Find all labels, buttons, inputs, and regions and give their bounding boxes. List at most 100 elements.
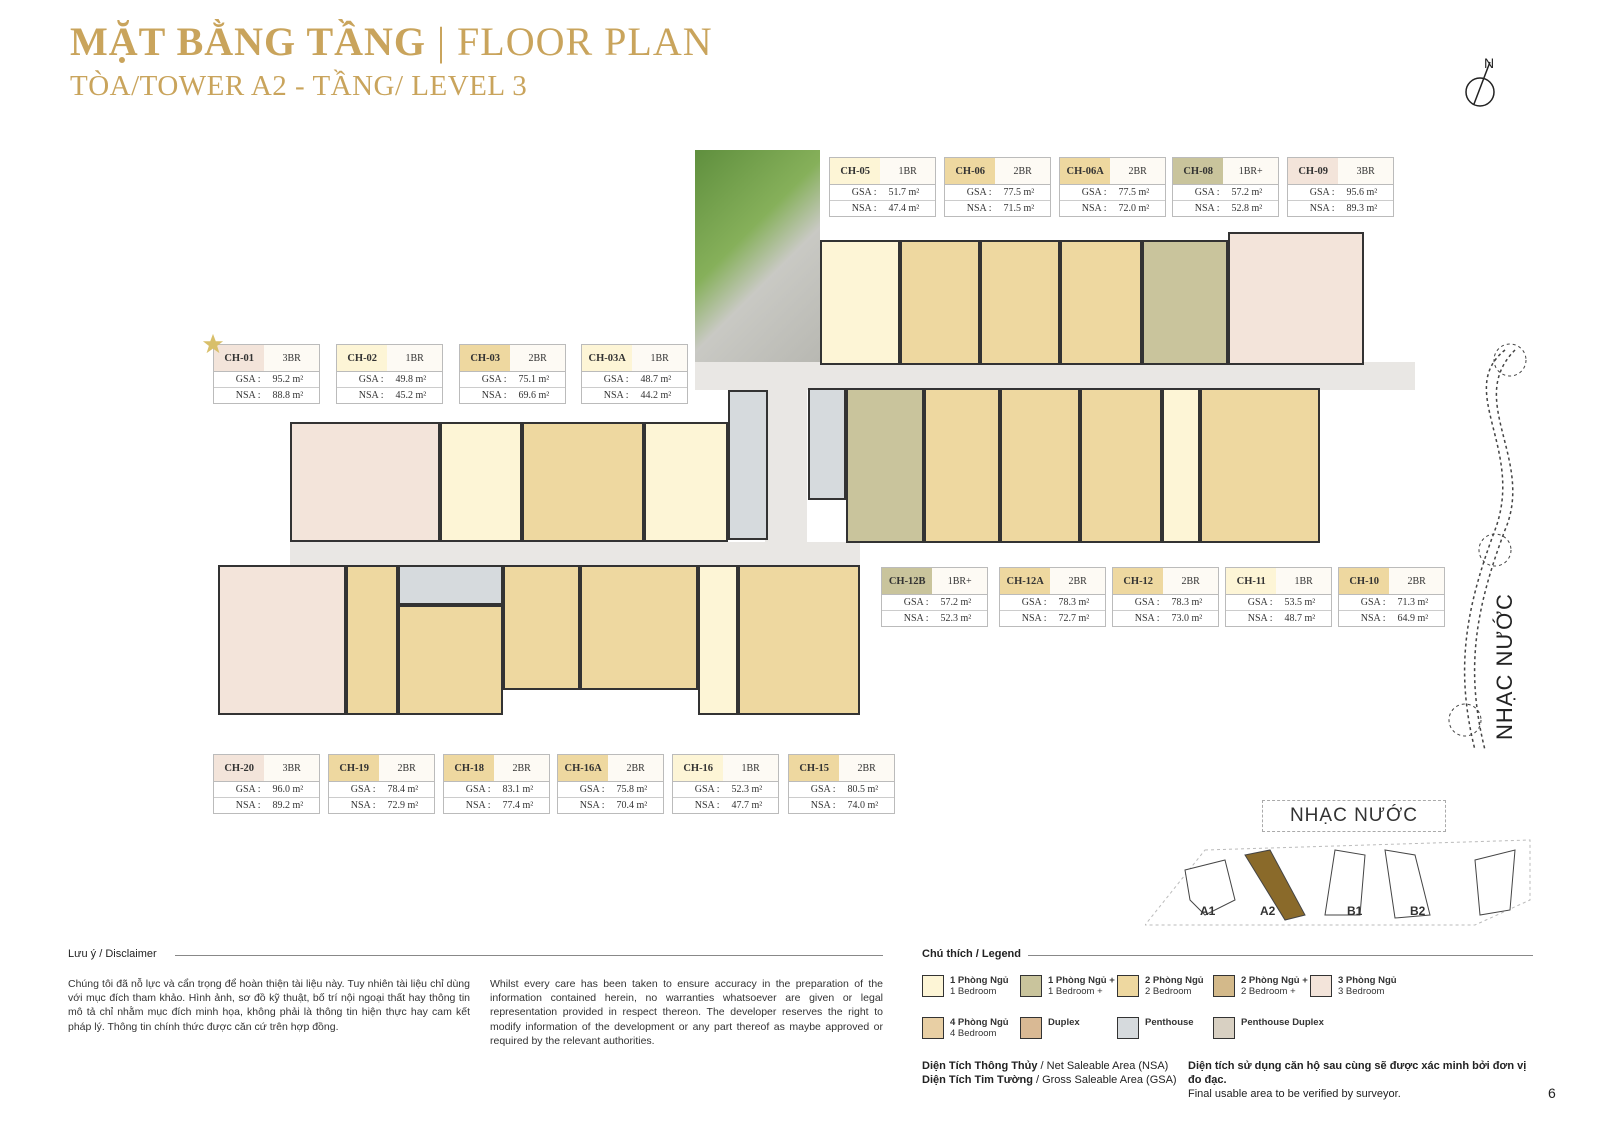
- nsa-label: NSA :: [465, 800, 491, 811]
- svg-text:N: N: [1484, 55, 1494, 71]
- nsa-label: NSA :: [350, 800, 376, 811]
- gsa-label: GSA :: [235, 374, 261, 385]
- nsa-value: 52.3 m²: [940, 613, 972, 624]
- north-arrow-icon: N: [1465, 55, 1495, 107]
- gsa-label: GSA :: [465, 784, 491, 795]
- unit-type: 2BR: [1163, 568, 1218, 594]
- gsa-value: 52.3 m²: [731, 784, 763, 795]
- legend-swatch: [1117, 975, 1139, 997]
- star-icon: [202, 333, 224, 354]
- legend-label-vn: 2 Phòng Ngủ: [1145, 975, 1204, 986]
- corridor: [695, 362, 1415, 390]
- unit-id: CH-05: [830, 158, 881, 184]
- legend-label-en: 3 Bedroom: [1338, 986, 1385, 997]
- gsa-label: GSA :: [235, 784, 261, 795]
- unit-floor-area: [440, 422, 522, 542]
- unit-floor-area: [728, 390, 768, 540]
- nsa-value: 77.4 m²: [502, 800, 534, 811]
- corridor: [290, 542, 860, 567]
- unit-floor-area: [218, 565, 346, 715]
- gsa-value: 80.5 m²: [847, 784, 879, 795]
- nsa-label: NSA :: [579, 800, 605, 811]
- gsa-label: GSA :: [1021, 597, 1047, 608]
- divider: [1028, 955, 1533, 956]
- keyplan-tower-a1: A1: [1200, 904, 1216, 918]
- unit-floor-area: [522, 422, 644, 542]
- gsa-label: GSA :: [966, 187, 992, 198]
- gsa-value: 75.8 m²: [616, 784, 648, 795]
- nsa-label: NSA :: [603, 390, 629, 401]
- gsa-label: GSA :: [350, 784, 376, 795]
- unit-floor-area: [738, 565, 860, 715]
- unit-id: CH-10: [1339, 568, 1390, 594]
- gsa-value: 48.7 m²: [640, 374, 672, 385]
- unit-floor-area: [980, 240, 1060, 365]
- corridor: [795, 388, 807, 558]
- unit-type: 2BR: [839, 755, 894, 781]
- gsa-value: 57.2 m²: [1231, 187, 1263, 198]
- legend-swatch: [922, 1017, 944, 1039]
- legend-label-vn: 2 Phòng Ngủ +: [1241, 975, 1308, 986]
- unit-floor-area: [900, 240, 980, 365]
- unit-type: 2BR: [1110, 158, 1165, 184]
- page-subtitle: TÒA/TOWER A2 - TẦNG/ LEVEL 3: [70, 70, 528, 102]
- unit-floor-area: [1142, 240, 1228, 365]
- title-vn: MẶT BẰNG TẦNG: [70, 19, 427, 64]
- unit-type: 3BR: [1338, 158, 1393, 184]
- unit-id: CH-03A: [582, 345, 633, 371]
- unit-type: 2BR: [494, 755, 549, 781]
- keyplan-tower-b2: B2: [1410, 904, 1426, 918]
- gsa-value: 95.2 m²: [272, 374, 304, 385]
- unit-id: CH-18: [444, 755, 495, 781]
- gsa-label: GSA :: [810, 784, 836, 795]
- unit-type: 2BR: [1389, 568, 1444, 594]
- water-feature-path: [1448, 343, 1527, 751]
- gsa-label: GSA :: [1194, 187, 1220, 198]
- nsa-label-en: / Net Saleable Area (NSA): [1037, 1060, 1169, 1072]
- nsa-value: 74.0 m²: [847, 800, 879, 811]
- unit-floor-area: [1162, 388, 1200, 543]
- unit-id: CH-12: [1113, 568, 1164, 594]
- gsa-label: GSA :: [851, 187, 877, 198]
- unit-floor-area: [398, 565, 503, 605]
- gsa-label-en: / Gross Saleable Area (GSA): [1032, 1074, 1177, 1086]
- gsa-value: 51.7 m²: [888, 187, 920, 198]
- legend-swatch: [1310, 975, 1332, 997]
- unit-id: CH-09: [1288, 158, 1339, 184]
- unit-type: 2BR: [379, 755, 434, 781]
- legend-label-vn: Penthouse: [1145, 1017, 1194, 1028]
- keyplan-title: NHẠC NƯỚC: [1262, 800, 1446, 832]
- nsa-value: 88.8 m²: [272, 390, 304, 401]
- unit-floor-area: [924, 388, 1000, 543]
- unit-type: 1BR: [880, 158, 935, 184]
- nsa-value: 47.7 m²: [731, 800, 763, 811]
- unit-id: CH-16: [673, 755, 724, 781]
- nsa-value: 73.0 m²: [1171, 613, 1203, 624]
- gsa-label: GSA :: [1081, 187, 1107, 198]
- nsa-label: NSA :: [1309, 203, 1335, 214]
- nsa-label: NSA :: [1194, 203, 1220, 214]
- title-en: FLOOR PLAN: [457, 19, 713, 64]
- gsa-value: 77.5 m²: [1118, 187, 1150, 198]
- unit-type: 1BR: [632, 345, 687, 371]
- unit-floor-area: [644, 422, 728, 542]
- nsa-label: NSA :: [1081, 203, 1107, 214]
- gsa-label: GSA :: [579, 784, 605, 795]
- nsa-value: 70.4 m²: [616, 800, 648, 811]
- unit-id: CH-06A: [1060, 158, 1111, 184]
- unit-id: CH-08: [1173, 158, 1224, 184]
- verify-note-vn: Diện tích sử dụng căn hộ sau cùng sẽ đượ…: [1188, 1060, 1527, 1086]
- gsa-value: 49.8 m²: [395, 374, 427, 385]
- unit-type: 2BR: [1050, 568, 1105, 594]
